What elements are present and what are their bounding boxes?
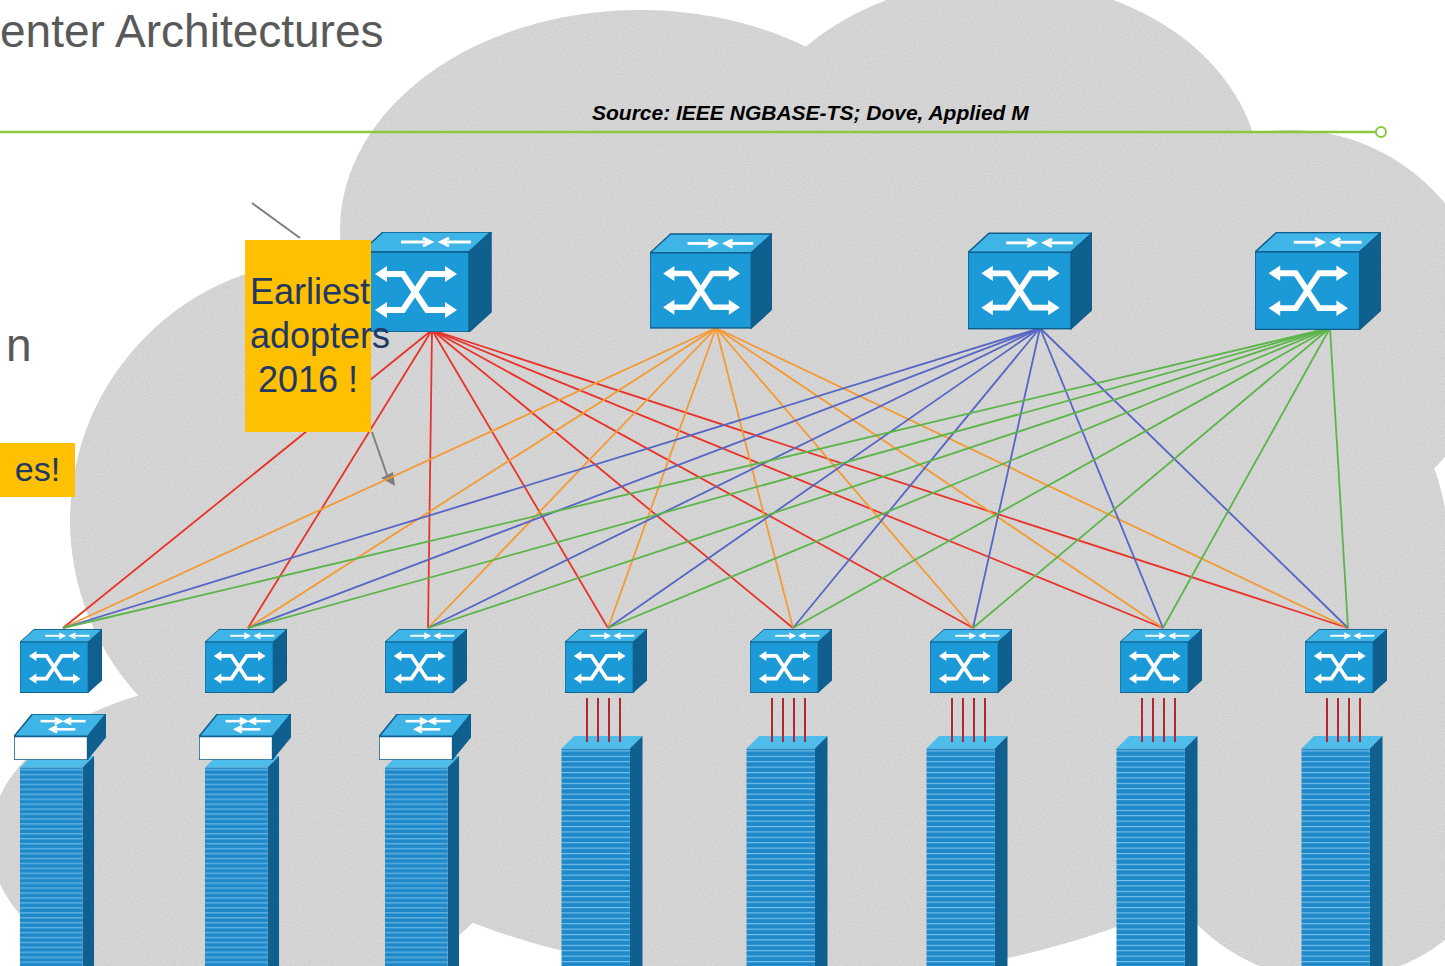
callout-text: Earliest adopters 2016 ! — [250, 270, 366, 402]
slide-title: enter Architectures — [0, 4, 384, 58]
cut-text: n — [6, 318, 32, 372]
source-note: Source: IEEE NGBASE-TS; Dove, Applied M — [592, 101, 1029, 125]
callout-box: es! — [0, 443, 75, 497]
callout-text: es! — [15, 449, 60, 490]
callout-box: Earliest adopters 2016 ! — [245, 240, 371, 432]
